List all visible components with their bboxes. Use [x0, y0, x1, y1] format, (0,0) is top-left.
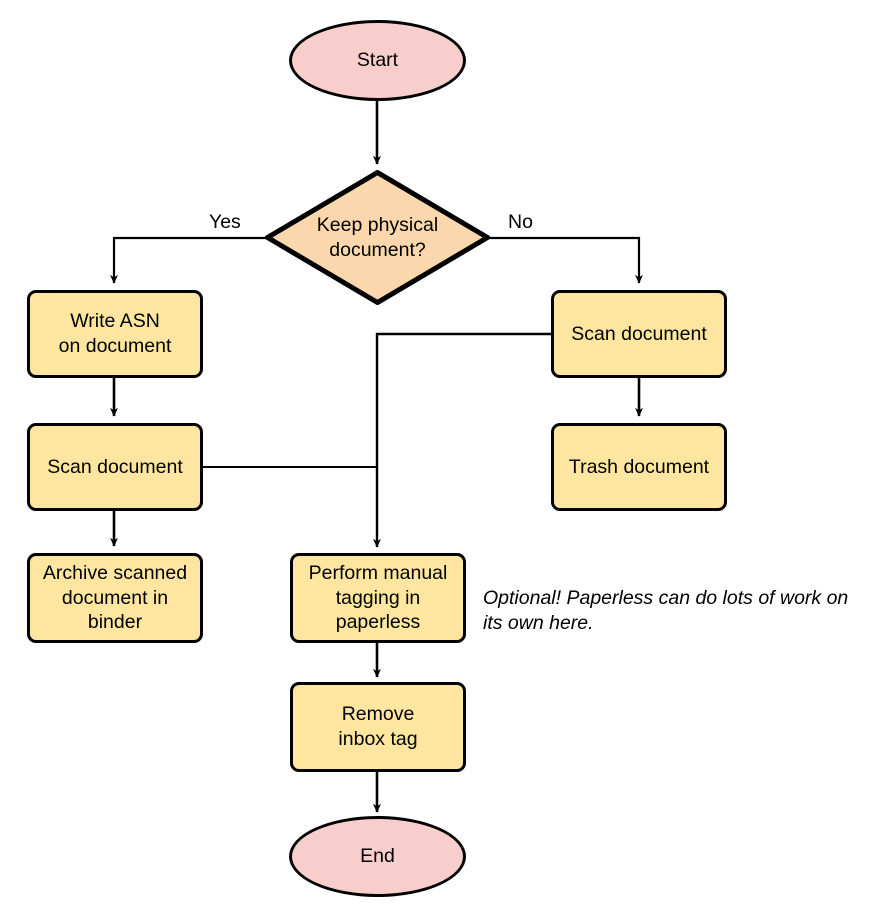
node-trash-document[interactable]: Trash document — [551, 423, 727, 511]
node-scan-document-right[interactable]: Scan document — [551, 290, 727, 378]
edge-scan-right-to-manual-tagging — [373, 332, 551, 548]
diamond-icon — [265, 170, 490, 305]
node-end-label: End — [360, 845, 395, 868]
edge-label-no: No — [508, 211, 533, 233]
node-scan-document-right-label: Scan document — [571, 322, 707, 345]
node-start-label: Start — [356, 49, 399, 72]
edge-label-yes: Yes — [209, 211, 241, 233]
node-remove-inbox-tag[interactable]: Remove inbox tag — [290, 682, 466, 772]
node-end[interactable]: End — [289, 816, 466, 897]
node-keep-physical-document-label: Keep physical document? — [316, 213, 439, 261]
node-archive-scanned-document-in-binder-label: Archive scanned document in binder — [42, 561, 188, 634]
optional-note: Optional! Paperless can do lots of work … — [483, 587, 849, 635]
node-write-asn-on-document-label: Write ASN on document — [58, 310, 172, 357]
node-keep-physical-document[interactable]: Keep physical document? — [265, 170, 490, 305]
node-write-asn-on-document[interactable]: Write ASN on document — [27, 290, 203, 378]
node-scan-document-left[interactable]: Scan document — [27, 423, 203, 511]
node-remove-inbox-tag-label: Remove inbox tag — [338, 703, 418, 750]
node-perform-manual-tagging-label: Perform manual tagging in paperless — [308, 561, 448, 634]
node-scan-document-left-label: Scan document — [47, 455, 183, 478]
node-archive-scanned-document-in-binder[interactable]: Archive scanned document in binder — [27, 553, 203, 643]
node-start[interactable]: Start — [289, 20, 466, 101]
edge-decision-yes-to-write-asn — [110, 236, 265, 284]
edge-decision-no-to-scan-right — [490, 236, 643, 284]
node-perform-manual-tagging[interactable]: Perform manual tagging in paperless — [290, 553, 466, 643]
node-trash-document-label: Trash document — [568, 455, 710, 478]
